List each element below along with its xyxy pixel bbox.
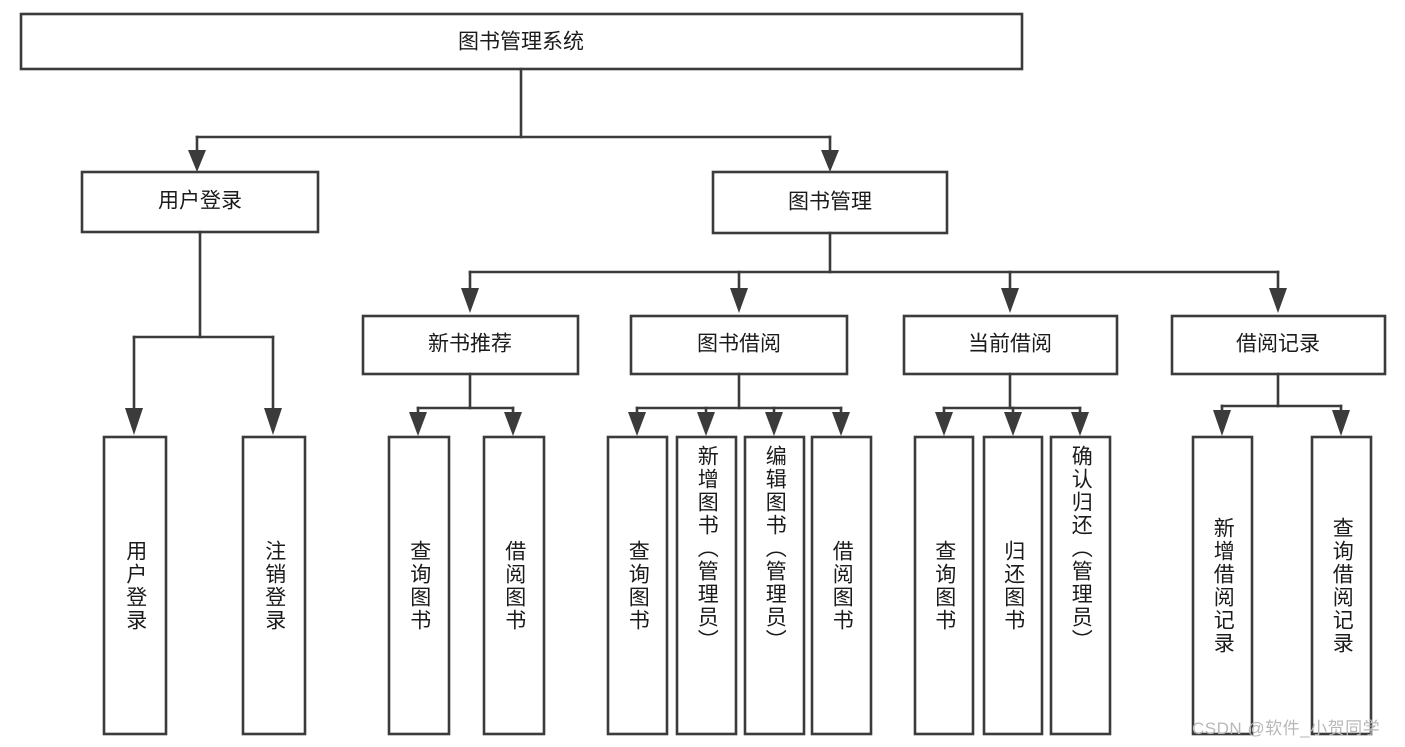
arrow-head-leaf-return-book xyxy=(1004,412,1022,436)
arrow-head-new-book-recommend xyxy=(461,288,479,313)
node-book-borrow-box[interactable] xyxy=(629,314,849,376)
leaf-box-add-record[interactable] xyxy=(1191,435,1254,736)
arrow-head-leaf-query-book-2 xyxy=(628,412,646,436)
arrow-head-user-login xyxy=(188,150,206,172)
node-root-box[interactable] xyxy=(19,12,1024,71)
node-book-borrow-label: 图书借阅 xyxy=(697,333,781,356)
node-user-login-label: 用户登录 xyxy=(158,190,242,213)
arrow-head-leaf-query-book-1 xyxy=(409,412,427,436)
node-root-label: 图书管理系统 xyxy=(458,31,584,54)
arrow-head-leaf-confirm-return xyxy=(1071,412,1089,436)
arrow-head-book-management xyxy=(821,150,839,172)
arrow-head-leaf-add-record xyxy=(1213,410,1231,436)
csdn-watermark: CSDN @软件_小贺同学 xyxy=(1192,719,1381,738)
node-new-book-recommend-box[interactable] xyxy=(361,314,580,376)
node-book-management-label: 图书管理 xyxy=(788,191,872,214)
node-new-book-recommend-label: 新书推荐 xyxy=(428,333,512,356)
arrow-head-leaf-logout xyxy=(264,408,282,435)
leaf-box-borrow-book-2[interactable] xyxy=(810,435,873,736)
leaf-box-query-book-2[interactable] xyxy=(606,435,669,736)
arrow-head-book-borrow xyxy=(730,288,748,313)
node-borrow-record-box[interactable] xyxy=(1170,314,1387,376)
node-current-borrow-label: 当前借阅 xyxy=(968,333,1052,356)
leaf-box-query-book-1[interactable] xyxy=(387,435,451,736)
node-current-borrow-box[interactable] xyxy=(902,314,1119,376)
arrow-head-leaf-user-login xyxy=(125,408,143,435)
leaf-box-confirm-return[interactable] xyxy=(1049,435,1112,736)
leaf-box-add-book[interactable] xyxy=(675,435,738,736)
arrow-head-leaf-borrow-book-1 xyxy=(504,412,522,436)
arrow-head-leaf-query-record xyxy=(1332,410,1350,436)
leaf-box-query-book-3[interactable] xyxy=(913,435,975,736)
arrow-head-leaf-edit-book xyxy=(765,412,783,436)
arrow-head-borrow-record xyxy=(1269,288,1287,313)
leaf-box-user-login[interactable] xyxy=(102,435,168,736)
arrow-head-leaf-query-book-3 xyxy=(935,412,953,436)
leaf-box-query-record[interactable] xyxy=(1310,435,1373,736)
arrow-head-current-borrow xyxy=(1001,288,1019,313)
leaf-box-edit-book[interactable] xyxy=(743,435,806,736)
leaf-box-borrow-book-1[interactable] xyxy=(482,435,546,736)
leaf-box-logout[interactable] xyxy=(241,435,307,736)
leaf-box-return-book[interactable] xyxy=(982,435,1044,736)
node-book-management-box[interactable] xyxy=(711,170,949,235)
arrow-head-leaf-borrow-book-2 xyxy=(832,412,850,436)
node-borrow-record-label: 借阅记录 xyxy=(1236,333,1320,356)
arrow-head-leaf-add-book xyxy=(697,412,715,436)
